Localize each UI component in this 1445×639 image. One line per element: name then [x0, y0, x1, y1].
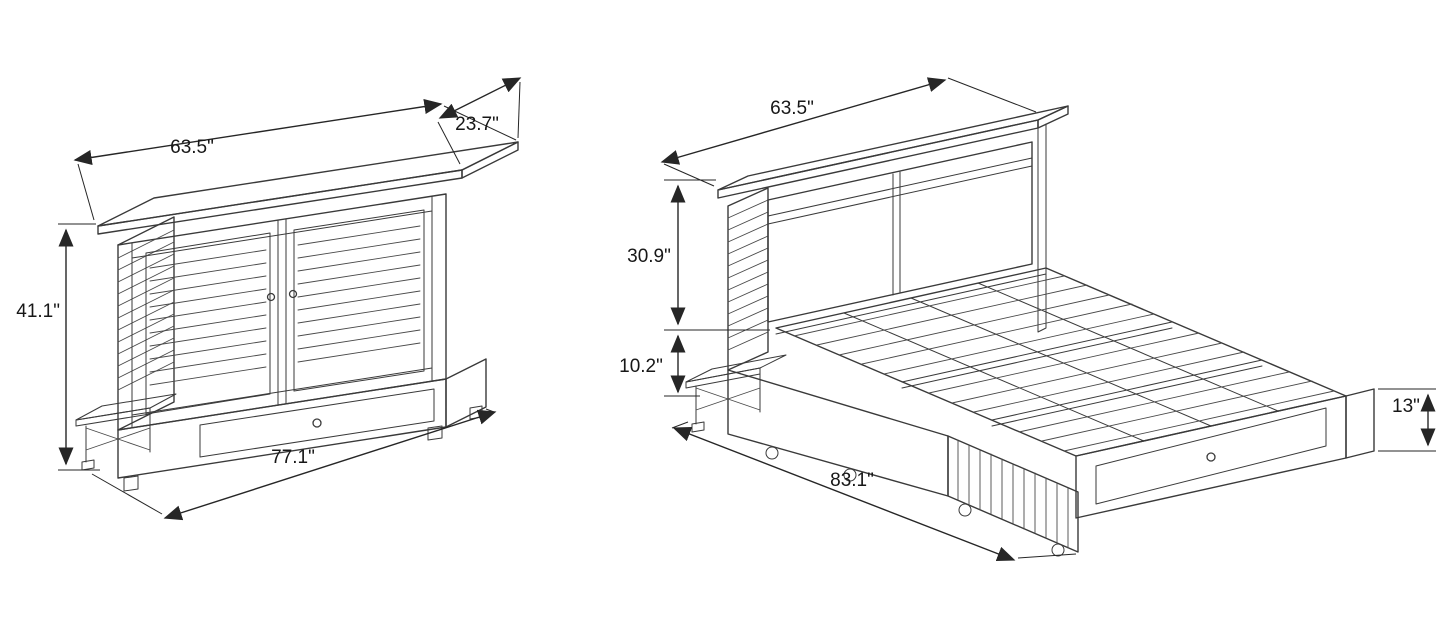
closed-fold-down-shelf	[75, 393, 177, 471]
dimension-label-top-width-closed: 63.5"	[170, 137, 214, 158]
dimension-label-base-height: 10.2"	[619, 356, 663, 377]
door-knob-left	[266, 292, 276, 302]
open-cabinet-headboard	[767, 123, 1047, 333]
dim-height-closed: 41.1"	[16, 223, 100, 471]
dimension-label-rail-height: 13"	[1392, 396, 1420, 417]
foot-rail-drawer	[1075, 388, 1375, 519]
platform-slats	[793, 275, 1335, 452]
dimension-label-height-closed: 41.1"	[16, 301, 60, 322]
caster-wheel	[765, 446, 779, 460]
dim-top-width-closed: 63.5"	[73, 99, 517, 221]
dimension-label-bed-length: 83.1"	[830, 470, 874, 491]
caster-wheel	[1051, 543, 1065, 557]
closed-base-drawer	[117, 358, 487, 492]
foot-rail-end-post	[1345, 388, 1375, 459]
pedestal-base	[727, 369, 1079, 557]
open-view: 63.5" 30.9" 10.2" 83.1" 13"	[619, 77, 1436, 562]
drawer-knob	[312, 418, 322, 428]
dim-base-width-closed: 77.1"	[91, 408, 497, 521]
dim-rail-height-open: 13"	[1378, 388, 1436, 452]
open-cabinet-left-side-louvers	[727, 187, 769, 371]
caster-wheel	[958, 503, 972, 517]
closed-right-door	[293, 209, 425, 392]
dim-top-width-open: 63.5"	[660, 77, 1037, 187]
closed-cabinet-top-slab	[97, 141, 519, 235]
closed-view: 63.5" 23.7" 41.1" 77.1"	[16, 77, 522, 521]
bed-platform-deck	[775, 267, 1347, 457]
foot-left	[123, 475, 139, 492]
dim-depth-closed: 23.7"	[437, 77, 522, 165]
dim-bed-length-open: 83.1"	[671, 421, 1077, 562]
dimension-label-top-width-open: 63.5"	[770, 98, 814, 119]
dimension-label-depth-closed: 23.7"	[455, 114, 499, 135]
closed-left-door	[145, 232, 271, 415]
dimension-label-cabinet-height: 30.9"	[627, 246, 671, 267]
dimension-label-base-width-closed: 77.1"	[271, 447, 315, 468]
dim-cabinet-height-open: 30.9"	[627, 179, 770, 331]
door-knob-right	[288, 289, 298, 299]
foot-drawer-knob	[1206, 452, 1216, 462]
dim-base-height-open: 10.2"	[619, 334, 700, 397]
